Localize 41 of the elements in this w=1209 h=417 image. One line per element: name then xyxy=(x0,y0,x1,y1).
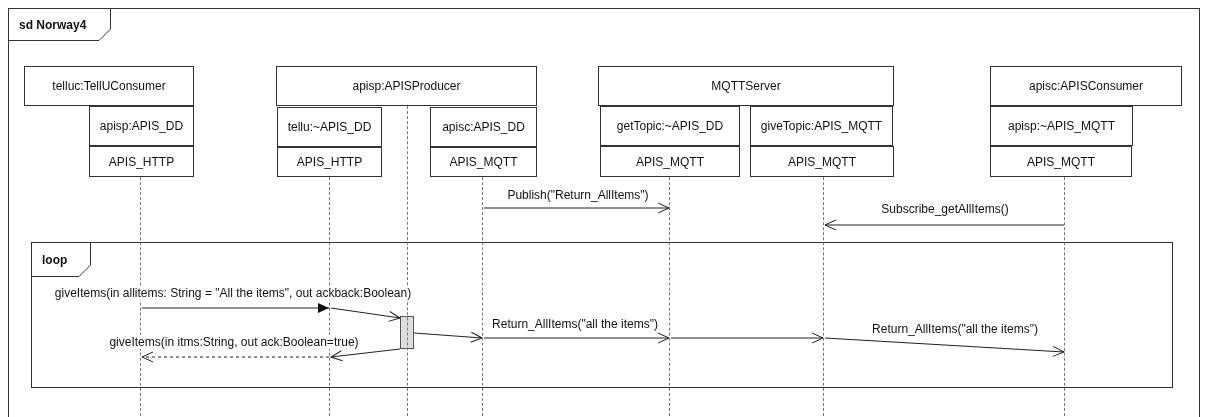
message-label: giveItems(in itms:String, out ack:Boolean=true) xyxy=(107,335,361,349)
port-box: APIS_HTTP xyxy=(277,147,382,177)
port-box: APIS_MQTT xyxy=(990,146,1132,177)
port-box: APIS_MQTT xyxy=(750,146,894,177)
activation-bar xyxy=(400,316,414,349)
lifeline-head: apisp:APISProducer xyxy=(276,66,537,106)
lifeline xyxy=(823,177,825,416)
port-box: apisp:APIS_DD xyxy=(89,106,194,146)
port-box: getTopic:~APIS_DD xyxy=(600,106,740,146)
message-arrow xyxy=(413,331,483,343)
lifeline xyxy=(669,177,671,416)
fragment-title: loop xyxy=(32,243,91,277)
frame xyxy=(8,8,1200,417)
message-arrow xyxy=(483,332,670,344)
port-box: APIS_MQTT xyxy=(430,147,537,177)
lifeline-head: telluc:TellUConsumer xyxy=(24,66,194,106)
message-arrow xyxy=(330,307,401,322)
message-label: Return_AllItems("all the items") xyxy=(490,317,660,331)
message-label: Return_AllItems("all the items") xyxy=(870,322,1040,336)
port-box: APIS_HTTP xyxy=(89,146,194,177)
port-box: apisp:~APIS_MQTT xyxy=(990,106,1133,146)
message-label: giveItems(in allitems: String = "All the items", out ackback:Boolean) xyxy=(52,286,414,300)
message-label: Publish("Return_AllItems") xyxy=(505,188,651,202)
lifeline xyxy=(482,177,484,416)
port-box: apisc:APIS_DD xyxy=(430,107,537,147)
message-arrow xyxy=(483,202,670,214)
message-label: Subscribe_getAllItems() xyxy=(879,202,1011,216)
lifeline xyxy=(1064,177,1066,416)
frame-title: sd Norway4 xyxy=(9,9,111,41)
return-message-arrow xyxy=(141,351,330,363)
port-box: APIS_MQTT xyxy=(600,146,740,177)
lifeline-head: apisc:APISConsumer xyxy=(990,66,1182,106)
message-arrow xyxy=(670,332,824,344)
message-arrow xyxy=(141,303,330,313)
port-box: giveTopic:APIS_MQTT xyxy=(750,106,893,146)
lifeline-head: MQTTServer xyxy=(598,66,894,106)
message-arrow xyxy=(824,337,1065,357)
loop-fragment xyxy=(31,242,1173,388)
message-arrow xyxy=(824,219,1065,231)
message-arrow xyxy=(330,348,401,362)
port-box: tellu:~APIS_DD xyxy=(277,107,382,147)
